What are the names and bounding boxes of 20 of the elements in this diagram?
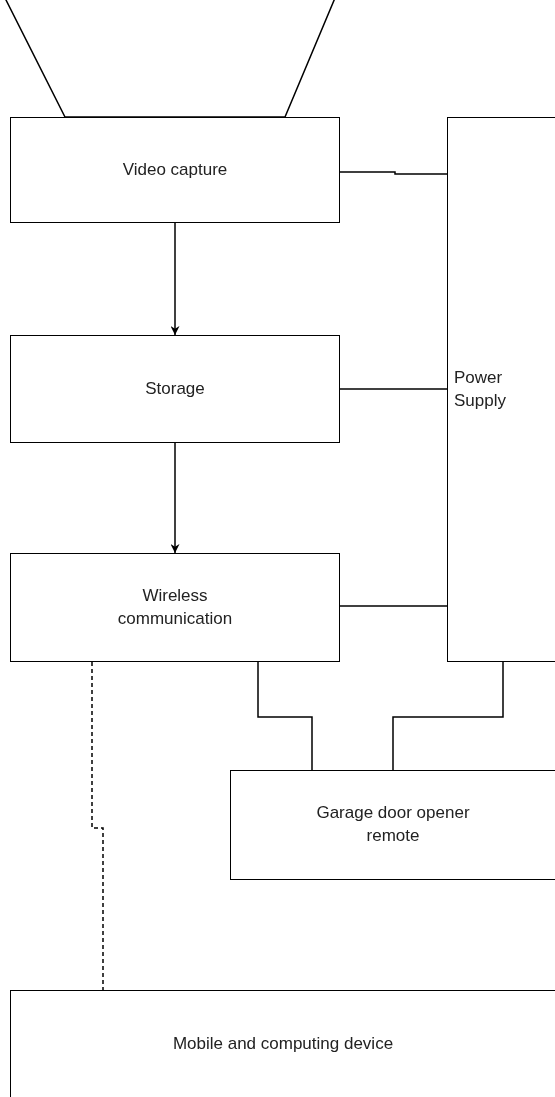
connector-line: [339, 605, 448, 607]
process-box: [10, 553, 340, 662]
process-box: [230, 770, 555, 880]
box-label: Mobile and computing device: [172, 1032, 394, 1055]
connector-line: [339, 171, 448, 175]
process-box: [10, 117, 340, 223]
box-label: Power Supply: [454, 366, 507, 412]
process-box: [10, 335, 340, 443]
box-label: Wireless communication: [116, 584, 234, 630]
box-label: Video capture: [122, 158, 228, 181]
arrow: [170, 442, 180, 554]
connector-line: [339, 388, 448, 390]
connector-line: [91, 661, 104, 991]
box-label: Storage: [145, 377, 205, 400]
arrow: [170, 222, 180, 336]
box-label: Garage door opener remote: [315, 802, 471, 847]
connector-line: [392, 661, 504, 771]
connector-line: [257, 661, 313, 771]
process-box: [10, 990, 555, 1097]
process-box: [447, 117, 555, 662]
